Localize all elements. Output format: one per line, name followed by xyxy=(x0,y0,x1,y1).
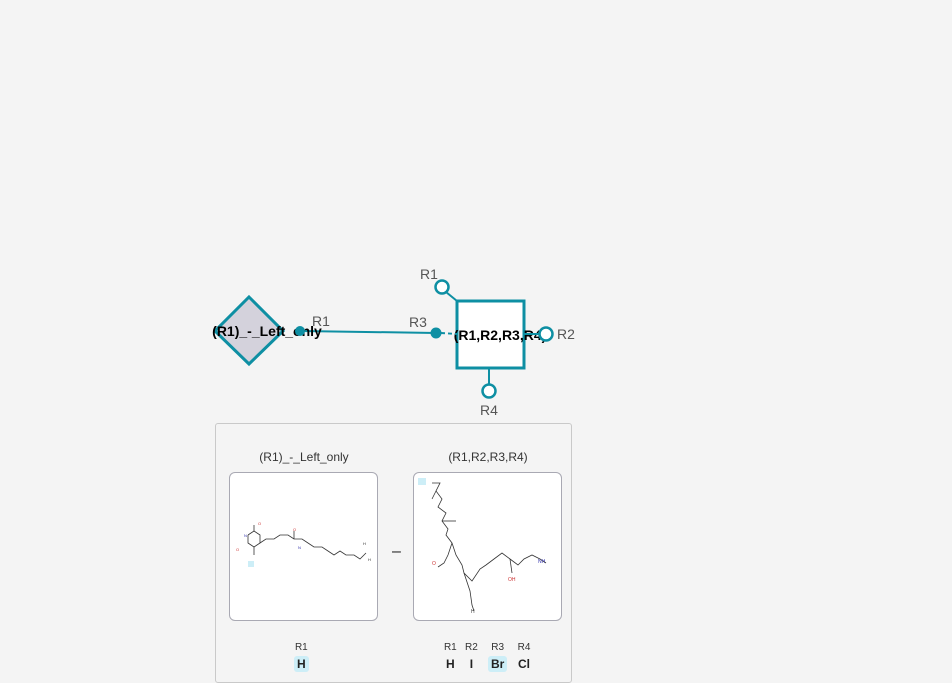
preview-left-structure: O O O N N H H xyxy=(229,472,378,621)
left-structure-drawing: O O O N N H H xyxy=(236,521,371,567)
attachment-label-right-r2: R2 xyxy=(557,326,575,342)
right-structure-drawing: O OH NH H xyxy=(418,478,547,615)
monomer-right-label: (R1,R2,R3,R4) xyxy=(454,327,547,343)
svg-text:NH: NH xyxy=(538,559,546,565)
preview-right-title: (R1,R2,R3,R4) xyxy=(448,450,528,464)
attachment-point-right-r3[interactable] xyxy=(430,327,442,339)
right-r-highlight xyxy=(418,478,426,485)
bond-preview-panel: (R1)_-_Left_only (R1,R2,R3,R4) O O O N N… xyxy=(215,423,572,683)
svg-text:O: O xyxy=(293,527,296,532)
svg-text:O: O xyxy=(432,561,436,567)
svg-text:H: H xyxy=(471,609,475,615)
svg-text:H: H xyxy=(363,541,366,546)
monomer-r1-r2-r3-r4[interactable]: (R1,R2,R3,R4) xyxy=(454,299,547,370)
svg-text:N: N xyxy=(298,545,301,550)
svg-text:O: O xyxy=(258,521,261,526)
left-rgroup-r1: R1 H xyxy=(294,642,309,672)
monomer-left-only[interactable]: (R1)_-_Left_only xyxy=(212,294,322,367)
preview-right-structure: O OH NH H xyxy=(413,472,562,621)
attachment-stub-r3 xyxy=(440,332,458,335)
attachment-point-right-r1[interactable] xyxy=(434,279,450,295)
right-rgroup-r3: R3 Br xyxy=(488,642,508,672)
monomer-diamond-shape xyxy=(212,294,286,367)
monomer-left-label: (R1)_-_Left_only xyxy=(212,323,322,339)
preview-left-title: (R1)_-_Left_only xyxy=(259,450,349,464)
preview-bond-symbol: – xyxy=(392,543,401,560)
attachment-point-right-r2[interactable] xyxy=(538,326,554,342)
attachment-label-right-r1: R1 xyxy=(420,266,438,282)
attachment-label-right-r3: R3 xyxy=(409,314,427,330)
right-rgroup-r2: R2 I xyxy=(465,642,478,671)
right-rgroup-r4: R4 Cl xyxy=(517,642,531,671)
svg-text:OH: OH xyxy=(508,577,516,583)
left-r1-highlight xyxy=(248,561,254,567)
attachment-label-right-r4: R4 xyxy=(480,402,498,418)
monomer-square-shape xyxy=(455,299,526,370)
attachment-label-left-r1: R1 xyxy=(312,313,330,329)
bond-line[interactable] xyxy=(300,330,437,334)
svg-text:N: N xyxy=(244,533,247,538)
right-rgroup-r1: R1 H xyxy=(443,642,457,671)
monomer-canvas[interactable]: (R1)_-_Left_only R1 (R1,R2,R3,R4) R1 R2 … xyxy=(0,0,952,666)
attachment-point-left-r1[interactable] xyxy=(295,326,305,336)
canvas-svg: (R1)_-_Left_only R1 (R1,R2,R3,R4) R1 R2 … xyxy=(212,266,575,418)
svg-text:H: H xyxy=(368,557,371,562)
svg-text:O: O xyxy=(236,547,239,552)
attachment-point-right-r4[interactable] xyxy=(481,383,497,399)
attachment-stub-r1 xyxy=(445,291,458,302)
